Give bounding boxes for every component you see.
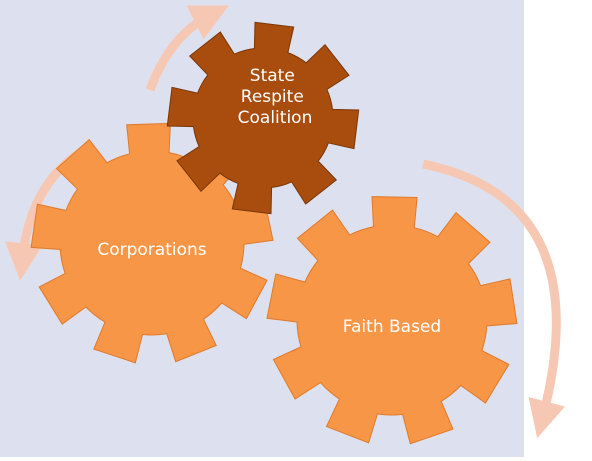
gear-faith-based: Faith Based bbox=[266, 196, 518, 445]
gear-corporations-label: Corporations bbox=[97, 240, 206, 260]
gear-state-respite-coalition: State Respite Coalition bbox=[166, 21, 360, 215]
gear-faith-based-shape bbox=[266, 196, 518, 445]
gear-state-respite-coalition-shape bbox=[166, 21, 360, 215]
cycle-arrow-top bbox=[145, 5, 229, 92]
gear-state-respite-coalition-label: State Respite Coalition bbox=[238, 66, 313, 128]
gear-coalition-label-line-3: Coalition bbox=[238, 108, 313, 128]
gear-faith-based-label: Faith Based bbox=[343, 317, 441, 337]
gear-corporations-label-line: Corporations bbox=[97, 240, 206, 260]
gear-faith-based-label-line: Faith Based bbox=[343, 317, 441, 337]
gear-coalition-label-line-1: State bbox=[250, 66, 295, 86]
gear-corporations-shape bbox=[30, 122, 274, 364]
gear-coalition-label-line-2: Respite bbox=[241, 87, 304, 107]
cycle-arrow-right bbox=[422, 159, 566, 439]
gear-corporations: Corporations bbox=[30, 122, 274, 364]
